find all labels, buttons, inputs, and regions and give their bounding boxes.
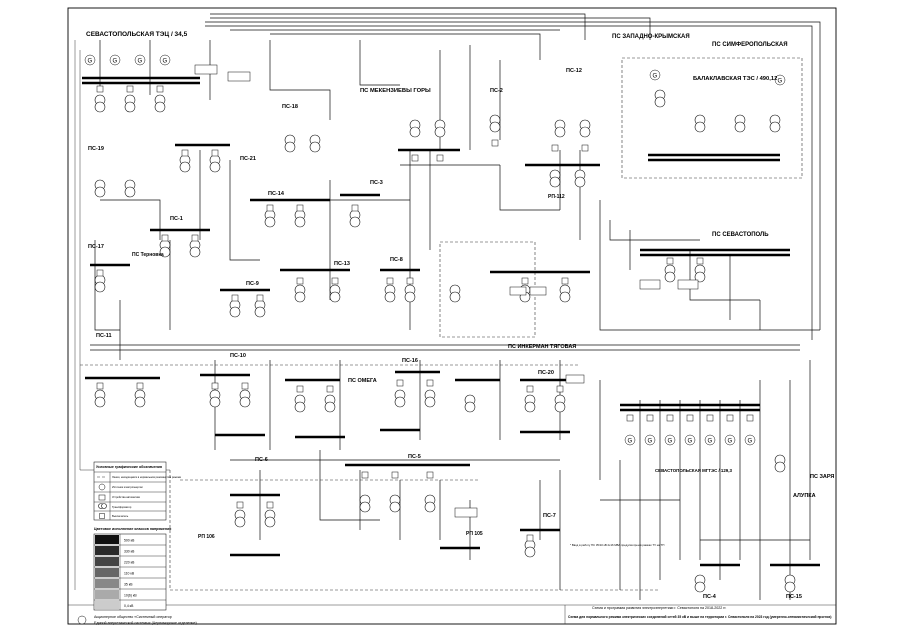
label-ps2: ПС-2 [490, 88, 503, 94]
subtitle: Схема и программа развития электроэнерге… [592, 606, 727, 610]
legend-symbol-2: Источник электроэнергии [112, 485, 143, 489]
transmission-lines [74, 13, 821, 600]
label-ps9: ПС-9 [246, 281, 259, 287]
label-ps7: ПС-7 [543, 513, 556, 519]
busbars [82, 76, 820, 567]
label-west: ПС ЗАПАДНО-КРЫМСКАЯ [612, 34, 690, 40]
label-ps4: ПС-4 [703, 594, 717, 600]
legend-title: Условные графические обозначения [96, 465, 162, 469]
label-ps21: ПС-21 [240, 156, 256, 162]
legend-voltage-4: 110 кВ [124, 572, 135, 576]
label-zarya: ПС ЗАРЯ [810, 474, 834, 480]
label-rp112: РП-112 [548, 194, 565, 200]
label-ps8: ПС-8 [390, 257, 403, 263]
label-ps6: ПС-6 [255, 457, 268, 463]
svg-text:G: G [138, 59, 143, 65]
svg-text:G: G [688, 439, 693, 445]
legend-voltage-title: Цветовое исполнение классов напряжения [94, 527, 171, 531]
equipment-boxes [194, 64, 699, 518]
substation-labels: СЕВАСТОПОЛЬСКАЯ ТЭЦ / 34,5 ПС ЗАПАДНО-КР… [86, 31, 834, 600]
label-rp105: РП 105 [466, 531, 483, 537]
legend-symbol-4: Трансформатор [112, 505, 132, 509]
label-ps20: ПС-20 [538, 370, 554, 376]
label-ps18: ПС-18 [282, 104, 298, 110]
svg-text:G: G [748, 439, 753, 445]
label-ps1: ПС-1 [170, 216, 183, 222]
legend-voltage-3: 220 кВ [124, 561, 135, 565]
label-ps13: ПС-13 [334, 261, 350, 267]
legend-voltage-2: 330 кВ [124, 550, 135, 554]
legend-symbol-3: Устройства автоматики [112, 495, 141, 499]
label-ps12: ПС-12 [566, 68, 582, 74]
label-balak: БАЛАКЛАВСКАЯ ТЭС / 490,12 [693, 76, 777, 82]
title-block: Схема и программа развития электроэнерге… [564, 605, 832, 624]
sheet-frame [67, 7, 837, 625]
svg-text:G: G [778, 79, 783, 85]
org-logo-icon [77, 615, 87, 625]
legend-symbol-5: Выключатель [112, 514, 129, 518]
legend-voltage-5: 35 кВ [124, 583, 133, 587]
svg-text:G: G [728, 439, 733, 445]
svg-text:G: G [163, 59, 168, 65]
label-ps14: ПС-14 [268, 191, 285, 197]
label-ps19: ПС-19 [88, 146, 104, 152]
label-inkerman: ПС ИНКЕРМАН ТЯГОВАЯ [508, 344, 576, 350]
label-omega: ПС ОМЕГА [348, 378, 377, 384]
org-line-2: Единой энергетической системы» (Черномор… [94, 621, 197, 625]
legend-voltage-1: 500 кВ [124, 539, 135, 543]
org-line-1: Акционерное общество «Системный оператор [94, 615, 172, 619]
label-ps11: ПС-11 [96, 333, 112, 339]
label-ps15: ПС-15 [786, 594, 802, 600]
label-psternov: ПС Терновка [132, 252, 164, 258]
svg-text:G: G [708, 439, 713, 445]
svg-text:G: G [668, 439, 673, 445]
svg-text:G: G [648, 439, 653, 445]
label-ps3: ПС-3 [370, 180, 383, 186]
transformers [94, 89, 796, 593]
label-simf: ПС СИМФЕРОПОЛЬСКАЯ [712, 42, 788, 48]
breakers [96, 85, 754, 542]
label-ps5: ПС-5 [408, 454, 421, 460]
legend-voltage-7: 0,4 кВ [124, 604, 134, 608]
legend-voltage-6: 10(6) кВ [124, 594, 137, 598]
label-alupka: АЛУПКА [793, 493, 816, 499]
label-sevastopol: ПС СЕВАСТОПОЛЬ [712, 232, 769, 238]
label-ps16: ПС-16 [402, 358, 418, 364]
generators: G G G G G G G G G G G G G [84, 54, 786, 446]
legend-symbol-1: Линия, находящаяся в нормальном разомкну… [112, 475, 182, 479]
diagram-title: Схема для нормального режима электрическ… [568, 615, 832, 619]
balaklava-boundary [621, 57, 803, 179]
svg-text:G: G [88, 59, 93, 65]
label-ps10: ПС-10 [230, 353, 246, 359]
svg-text:G: G [653, 74, 658, 80]
label-mekenz: ПС МЕКЕНЗИЕВЫ ГОРЫ [360, 88, 431, 94]
label-sevmgtes: СЕВАСТОПОЛЬСКАЯ МГТЭС / 129,3 [655, 468, 732, 473]
remark-note: * Ввод в работу ПС 35/10 кВ 2х16 МВА пре… [570, 543, 664, 547]
label-rp106: РП 106 [198, 534, 215, 540]
svg-text:G: G [113, 59, 118, 65]
legend: Условные графические обозначения Линия, … [93, 461, 182, 611]
org-block: Акционерное общество «Системный оператор… [77, 615, 197, 625]
svg-text:G: G [628, 439, 633, 445]
label-tec: СЕВАСТОПОЛЬСКАЯ ТЭЦ / 34,5 [86, 31, 188, 38]
label-ps17: ПС-17 [88, 244, 104, 250]
